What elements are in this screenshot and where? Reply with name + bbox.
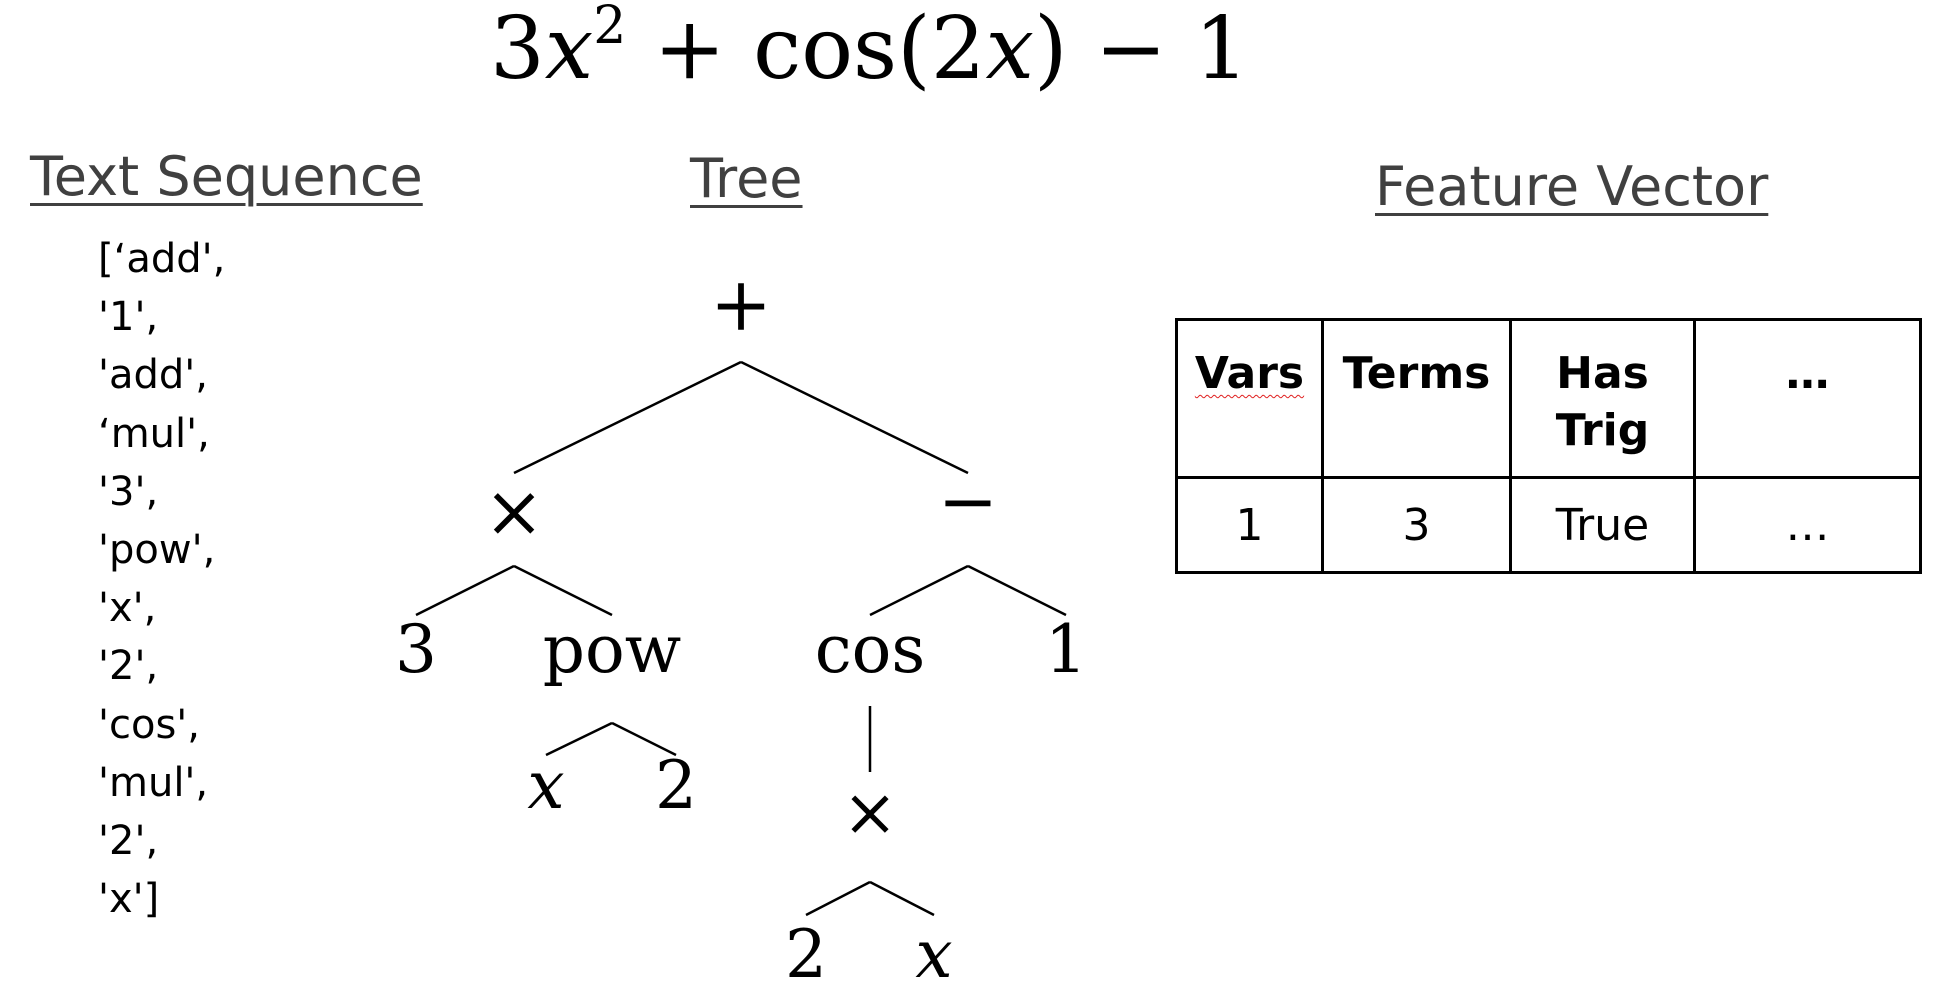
table-cell-more: … — [1693, 476, 1922, 574]
formula-minus: − — [1094, 0, 1167, 99]
sequence-token: 'add', — [98, 352, 208, 399]
tree-node-x1: x — [527, 747, 564, 824]
formula-var2: x — [985, 0, 1034, 99]
table-header-has-trig: Has Trig — [1509, 318, 1696, 479]
tree-edge-root-plus-minus — [740, 360, 969, 475]
tree-edge-minus-cos — [869, 564, 969, 617]
tree-edges — [415, 360, 1067, 917]
sequence-token: 'pow', — [98, 527, 216, 574]
text-sequence-heading: Text Sequence — [30, 145, 423, 208]
formula-plus: + — [653, 0, 726, 99]
formula-open-paren: ( — [897, 0, 931, 99]
tree-node-two2: 2 — [785, 916, 827, 993]
formula-cos: cos — [753, 0, 898, 99]
feature-vector-heading: Feature Vector — [1375, 155, 1769, 218]
tree-edge-root-plus-times — [513, 360, 742, 475]
formula: 3x2 + cos(2x) − 1 — [490, 0, 1249, 92]
tree-edge-times2-x2 — [869, 880, 935, 917]
formula-one: 1 — [1194, 0, 1249, 99]
table-header-vars: Vars — [1175, 318, 1324, 479]
tree-node-times2: × — [842, 774, 897, 851]
tree-node-root-plus: + — [710, 262, 772, 348]
sequence-token: 'mul', — [98, 759, 209, 806]
tree-node-two1: 2 — [655, 747, 697, 824]
table-cell-terms: 3 — [1321, 476, 1512, 574]
table-cell-vars: 1 — [1175, 476, 1324, 574]
sequence-token: 'x'] — [98, 876, 160, 923]
table-header-terms: Terms — [1321, 318, 1512, 479]
table-cell-has-trig: True — [1509, 476, 1696, 574]
formula-two: 2 — [930, 0, 986, 99]
sequence-token: '3', — [98, 468, 159, 515]
tree-edge-minus-one — [967, 564, 1067, 617]
formula-exponent: 2 — [593, 0, 627, 56]
tree-node-cos: cos — [815, 611, 926, 688]
sequence-token: '2', — [98, 818, 159, 865]
table-row: 1 3 True … — [1175, 476, 1922, 574]
tree-edge-times-pow — [513, 564, 613, 617]
tree-node-three: 3 — [395, 611, 437, 688]
tree-node-one: 1 — [1045, 611, 1087, 688]
tree-node-times: × — [484, 469, 544, 553]
table-header-row: Vars Terms Has Trig … — [1175, 318, 1922, 479]
formula-close-paren: ) — [1033, 0, 1068, 99]
tree-node-pow: pow — [543, 611, 681, 688]
feature-vector-table: Vars Terms Has Trig … 1 3 True … — [1175, 318, 1922, 574]
tree-node-x2: x — [915, 916, 952, 993]
sequence-token: '1', — [98, 294, 159, 341]
sequence-token: 'cos', — [98, 701, 201, 748]
tree-heading: Tree — [690, 147, 803, 210]
sequence-token: 'x', — [98, 585, 157, 632]
sequence-token: '2', — [98, 643, 159, 690]
tree-edge-pow-two1 — [611, 721, 677, 757]
tree-edge-pow-x1 — [545, 721, 613, 757]
formula-var: x — [544, 0, 594, 99]
tree-edge-times2-two2 — [805, 880, 871, 917]
tree-edge-times-three — [415, 564, 515, 617]
table-header-more: … — [1693, 318, 1922, 479]
text-sequence-list: [‘add', '1', 'add', ‘mul', '3', 'pow', '… — [98, 230, 225, 928]
formula-coef: 3 — [490, 0, 545, 99]
sequence-token: [‘add', — [98, 236, 226, 282]
sequence-token: ‘mul', — [98, 410, 210, 457]
tree-node-minus: − — [938, 459, 998, 543]
